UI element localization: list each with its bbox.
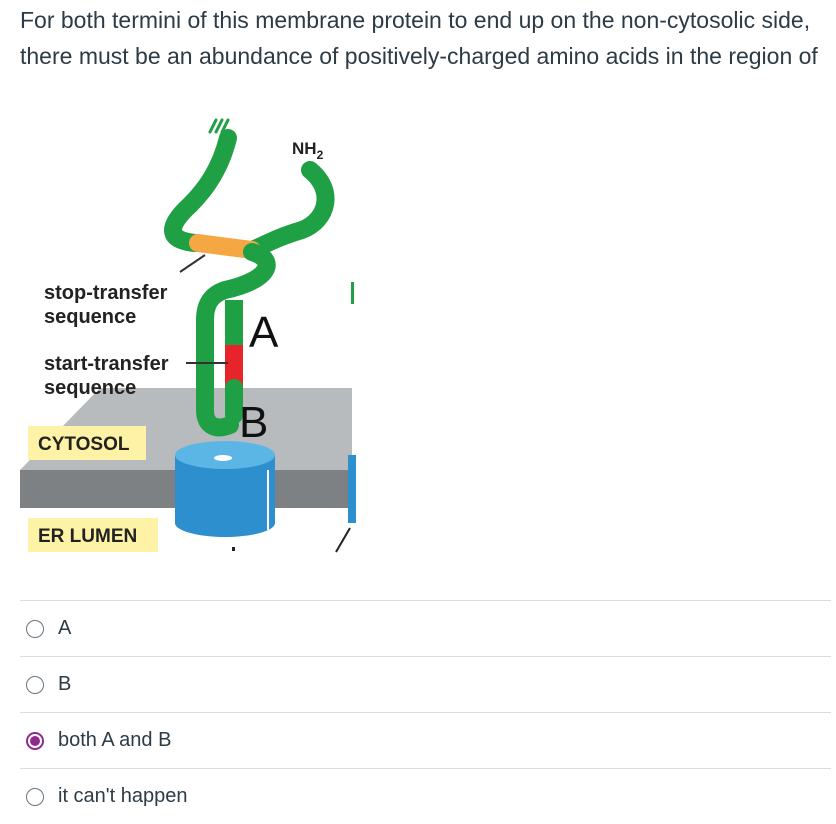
translocon-channel — [175, 441, 275, 537]
radio-button[interactable] — [26, 620, 44, 638]
answer-label: both A and B — [58, 729, 171, 752]
marker-dot — [232, 547, 235, 551]
radio-button[interactable] — [26, 676, 44, 694]
radio-button[interactable] — [26, 788, 44, 806]
cytosol-label: CYTOSOL — [38, 434, 130, 455]
stop-transfer-label-line2: sequence — [44, 306, 136, 328]
answer-option-b[interactable]: B — [20, 656, 831, 712]
answer-option-both[interactable]: both A and B — [20, 712, 831, 768]
nh2-label: NH2 — [292, 139, 324, 162]
answer-options: A B both A and B it can't happen — [20, 600, 831, 824]
er-lumen-label: ER LUMEN — [38, 526, 137, 547]
label-b: B — [239, 398, 268, 447]
protein-chain — [173, 120, 326, 427]
answer-label: A — [58, 617, 71, 640]
start-transfer-label-line1: start-transfer — [44, 353, 169, 375]
protein-fragment — [351, 282, 354, 304]
answer-option-a[interactable]: A — [20, 600, 831, 656]
answer-label: it can't happen — [58, 785, 187, 808]
question-text: For both termini of this membrane protei… — [20, 2, 820, 74]
answer-option-cant-happen[interactable]: it can't happen — [20, 768, 831, 824]
membrane-diagram: NH2 stop-transfer sequence start-transfe… — [20, 110, 360, 570]
stop-transfer-label-line1: stop-transfer — [44, 282, 168, 304]
answer-label: B — [58, 673, 71, 696]
membrane-protein-figure: NH2 stop-transfer sequence start-transfe… — [20, 110, 360, 570]
start-transfer-label-line2: sequence — [44, 377, 136, 399]
pointer-line — [336, 528, 350, 552]
label-a: A — [249, 308, 279, 357]
stop-transfer-pointer — [180, 255, 205, 272]
radio-button-selected[interactable] — [26, 732, 44, 750]
translocon-partial — [348, 455, 356, 523]
